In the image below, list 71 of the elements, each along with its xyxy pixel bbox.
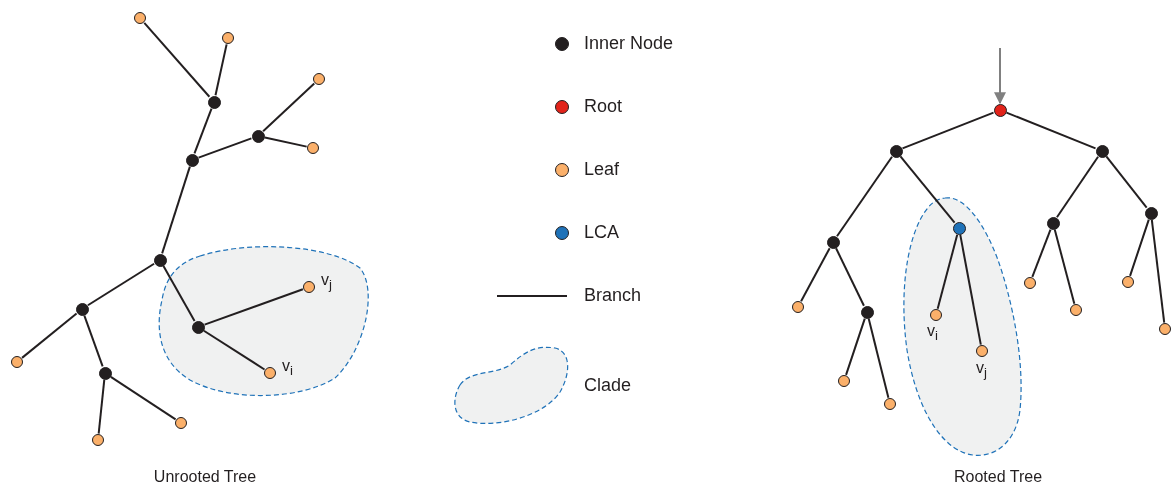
branch-line <box>1005 111 1097 150</box>
branch-line <box>936 233 959 310</box>
inner-node <box>98 366 112 380</box>
branch-line <box>901 111 995 150</box>
leaf-node <box>134 12 146 24</box>
branch-line <box>214 43 228 97</box>
root-node <box>993 103 1007 117</box>
branch-line <box>83 314 104 368</box>
leaf-node <box>1122 276 1134 288</box>
branch-line <box>1105 155 1148 209</box>
branch-line <box>86 262 156 307</box>
node-label: v$_{j}$ <box>321 271 332 293</box>
branch-line <box>197 137 253 159</box>
legend-label: Root <box>584 96 623 117</box>
leaf-node <box>313 73 325 85</box>
tree-caption: Unrooted Tree <box>153 468 257 486</box>
legend-label: Inner Node <box>584 33 674 54</box>
branch-line <box>899 155 956 224</box>
branch-line <box>800 247 831 303</box>
branch-line <box>835 247 865 307</box>
branch-line <box>836 155 893 238</box>
leaf-node <box>92 434 104 446</box>
branch-line <box>162 265 196 322</box>
inner-node <box>889 144 903 158</box>
inner-node <box>207 95 221 109</box>
branch-line <box>1055 155 1100 219</box>
branch-line <box>263 136 308 148</box>
branch-line <box>203 288 304 326</box>
inner-node <box>860 305 874 319</box>
branch-line <box>845 317 866 376</box>
node-label: v$_{i}$ <box>282 357 293 379</box>
leaf-node <box>11 356 23 368</box>
node-label: v$_{i}$ <box>927 322 938 344</box>
branch-line <box>1053 228 1076 305</box>
branch-line <box>1031 228 1052 278</box>
branch-line <box>1129 218 1150 277</box>
branch-line <box>202 329 266 371</box>
inner-node <box>826 235 840 249</box>
leaf-node <box>1159 323 1171 335</box>
inner-node <box>1046 216 1060 230</box>
leaf-node <box>1024 277 1036 289</box>
legend-label: Clade <box>584 375 632 396</box>
leaf-node <box>307 142 319 154</box>
branch-line <box>1150 218 1166 324</box>
leaf-node <box>884 398 896 410</box>
leaf-node <box>792 301 804 313</box>
inner-node <box>153 253 167 267</box>
inner-node <box>185 153 199 167</box>
branch-line <box>193 107 213 155</box>
leaf-node <box>1070 304 1082 316</box>
node-label: v$_{j}$ <box>976 359 987 381</box>
branch-line <box>97 378 106 435</box>
legend-label: LCA <box>584 222 619 243</box>
branch-line <box>262 82 316 133</box>
legend-label: Leaf <box>584 159 620 180</box>
inner-node <box>251 129 265 143</box>
branch-line <box>21 312 78 359</box>
inner-node <box>1144 206 1158 220</box>
leaf-node <box>175 417 187 429</box>
inner-node <box>75 302 89 316</box>
branch-line <box>161 165 191 255</box>
branch-line <box>143 21 211 98</box>
branch-line <box>867 317 890 399</box>
arrow <box>994 47 1006 105</box>
tree-caption: Rooted Tree <box>953 468 1043 486</box>
branch-line <box>109 375 177 421</box>
legend-label: Branch <box>584 285 642 306</box>
branch-line <box>959 233 982 346</box>
inner-node <box>1095 144 1109 158</box>
leaf-node <box>222 32 234 44</box>
leaf-node <box>838 375 850 387</box>
